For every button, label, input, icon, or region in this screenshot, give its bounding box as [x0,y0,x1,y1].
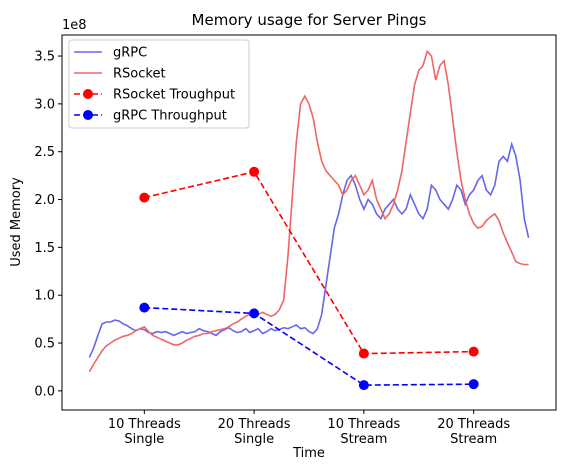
series-line-0 [88,141,530,358]
y-tick-label: 0.5 [34,337,55,352]
y-tick-label: 3.0 [34,97,55,112]
x-tick-label: Single [234,432,274,447]
series-point [249,308,260,319]
x-tick-label: 10 Threads [327,417,400,432]
y-tick-label: 1.0 [34,289,55,304]
legend-box [68,39,250,129]
y-tick-label: 3.5 [34,50,55,65]
series-point [139,302,150,313]
series-layer [88,49,530,391]
x-tick-label: 20 Threads [218,417,291,432]
legend-label: gRPC Throughput [113,109,227,124]
x-tick-label: 10 Threads [108,417,181,432]
chart-title: Memory usage for Server Pings [192,11,427,29]
y-tick-label: 2.0 [34,193,55,208]
x-tick-label: Stream [450,432,497,447]
series-point [468,346,479,357]
series-point [468,379,479,390]
series-line-3 [144,306,474,386]
x-tick-label: Stream [340,432,387,447]
legend-label: RSocket [113,67,166,82]
series-point [139,192,150,203]
y-tick-label: 0.0 [34,384,55,399]
series-point [358,380,369,391]
legend-marker [83,89,93,99]
series-line-2 [144,170,474,355]
y-offset-text: 1e8 [62,18,87,33]
series-point [249,166,260,177]
legend-label: gRPC [113,46,147,61]
legend-marker [83,110,93,120]
x-tick-label: Single [124,432,164,447]
series-point [358,348,369,359]
y-tick-label: 1.5 [34,241,55,256]
series-line-1 [88,49,529,373]
y-tick-label: 2.5 [34,145,55,160]
y-axis-label: Used Memory [9,177,24,267]
y-axis: 0.0 0.5 1.0 1.5 2.0 2.5 3.0 3.5 [34,50,62,399]
x-axis-label: Time [292,446,325,461]
x-tick-label: 20 Threads [437,417,510,432]
legend-label: RSocket Troughput [113,88,235,103]
